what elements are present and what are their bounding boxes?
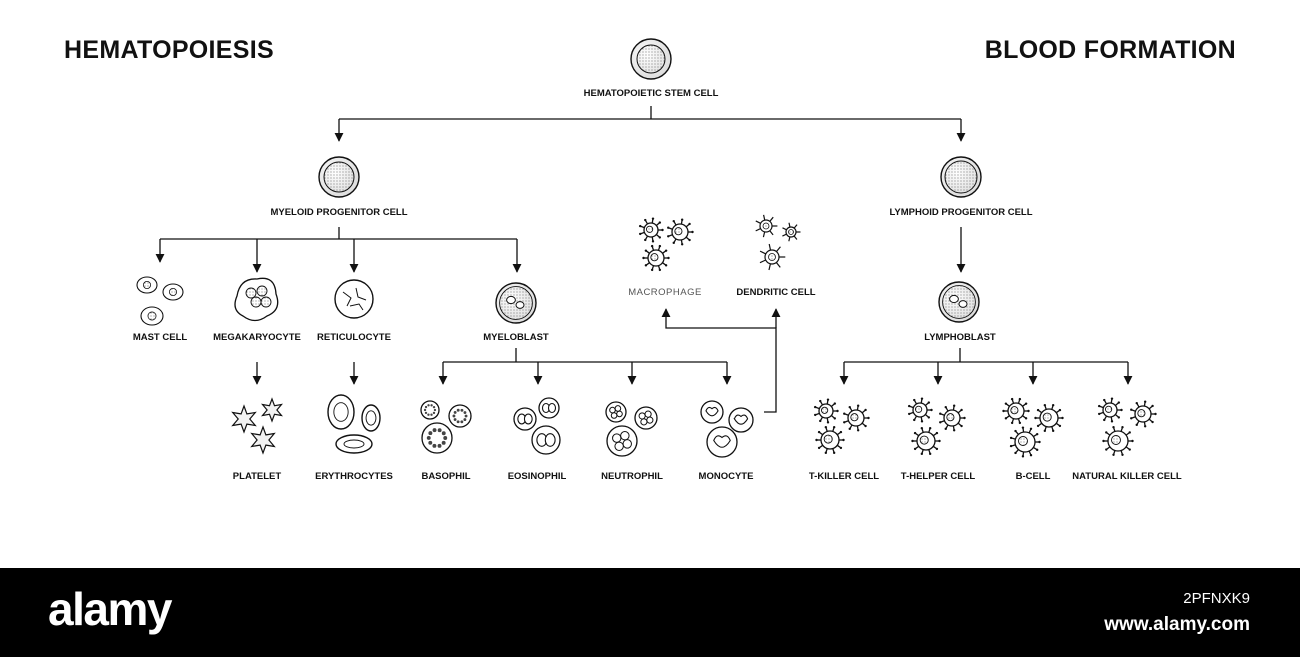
label-megakaryocyte: MEGAKARYOCYTE <box>213 332 301 343</box>
title-blood-formation: BLOOD FORMATION <box>984 36 1236 64</box>
arrow-monocyte-to-macrophage <box>661 308 777 413</box>
cell-t-killer <box>813 398 870 455</box>
brand-logo: alamy <box>48 583 172 635</box>
cell-megakaryocyte <box>234 277 279 322</box>
cell-dendritic-cell <box>755 214 801 271</box>
cell-reticulocyte <box>334 279 374 319</box>
cell-erythrocytes <box>327 394 381 454</box>
title-hematopoiesis: HEMATOPOIESIS <box>64 36 274 64</box>
label-lymphoblast: LYMPHOBLAST <box>924 332 996 343</box>
label-reticulocyte: RETICULOCYTE <box>317 332 391 343</box>
label-eosinophil: EOSINOPHIL <box>507 471 567 482</box>
cell-neutrophil <box>605 401 658 457</box>
cell-monocyte <box>700 400 754 458</box>
cell-myeloid-progenitor <box>318 156 360 198</box>
label-myeloblast: MYELOBLAST <box>483 332 549 343</box>
label-basophil: BASOPHIL <box>421 471 471 482</box>
cell-b-cell <box>1002 397 1064 458</box>
label-monocyte: MONOCYTE <box>698 471 754 482</box>
cell-lymphoid-progenitor <box>940 156 982 198</box>
cell-t-helper <box>907 397 966 456</box>
label-lymphoid-progenitor-cell: LYMPHOID PROGENITOR CELL <box>889 207 1033 218</box>
cell-eosinophil <box>513 397 561 455</box>
label-neutrophil: NEUTROPHIL <box>601 471 663 482</box>
image-id: 2PFNXK9 <box>1183 590 1250 607</box>
cell-mast-cell <box>136 276 184 326</box>
label-macrophage: MACROPHAGE <box>628 287 702 298</box>
footer-bar: alamy 2PFNXK9 www.alamy.com <box>0 568 1300 657</box>
label-erythrocytes: ERYTHROCYTES <box>315 471 393 482</box>
label-b-cell: B-CELL <box>1015 471 1051 482</box>
hematopoiesis-diagram: HEMATOPOIESIS BLOOD FORMATION HEMATOPOIE… <box>64 36 1236 482</box>
cell-hematopoietic-stem-cell <box>630 38 672 80</box>
label-t-killer-cell: T-KILLER CELL <box>808 471 880 482</box>
label-hematopoietic-stem-cell: HEMATOPOIETIC STEM CELL <box>583 88 719 99</box>
cell-lymphoblast <box>938 281 980 323</box>
diagram-artwork <box>136 38 1157 458</box>
label-t-helper-cell: T-HELPER CELL <box>900 471 976 482</box>
label-natural-killer-cell: NATURAL KILLER CELL <box>1072 471 1182 482</box>
label-mast-cell: MAST CELL <box>132 332 188 343</box>
cell-myeloblast <box>495 282 537 324</box>
cell-platelet <box>231 397 284 455</box>
cell-basophil <box>420 400 472 454</box>
label-dendritic-cell: DENDRITIC CELL <box>736 287 816 298</box>
cell-macrophage <box>638 217 694 272</box>
cell-icons <box>136 38 1157 458</box>
label-myeloid-progenitor-cell: MYELOID PROGENITOR CELL <box>270 207 408 218</box>
connector-lines <box>155 106 1133 413</box>
site-url: www.alamy.com <box>1104 614 1250 635</box>
label-platelet: PLATELET <box>232 471 282 482</box>
cell-natural-killer <box>1097 397 1157 456</box>
